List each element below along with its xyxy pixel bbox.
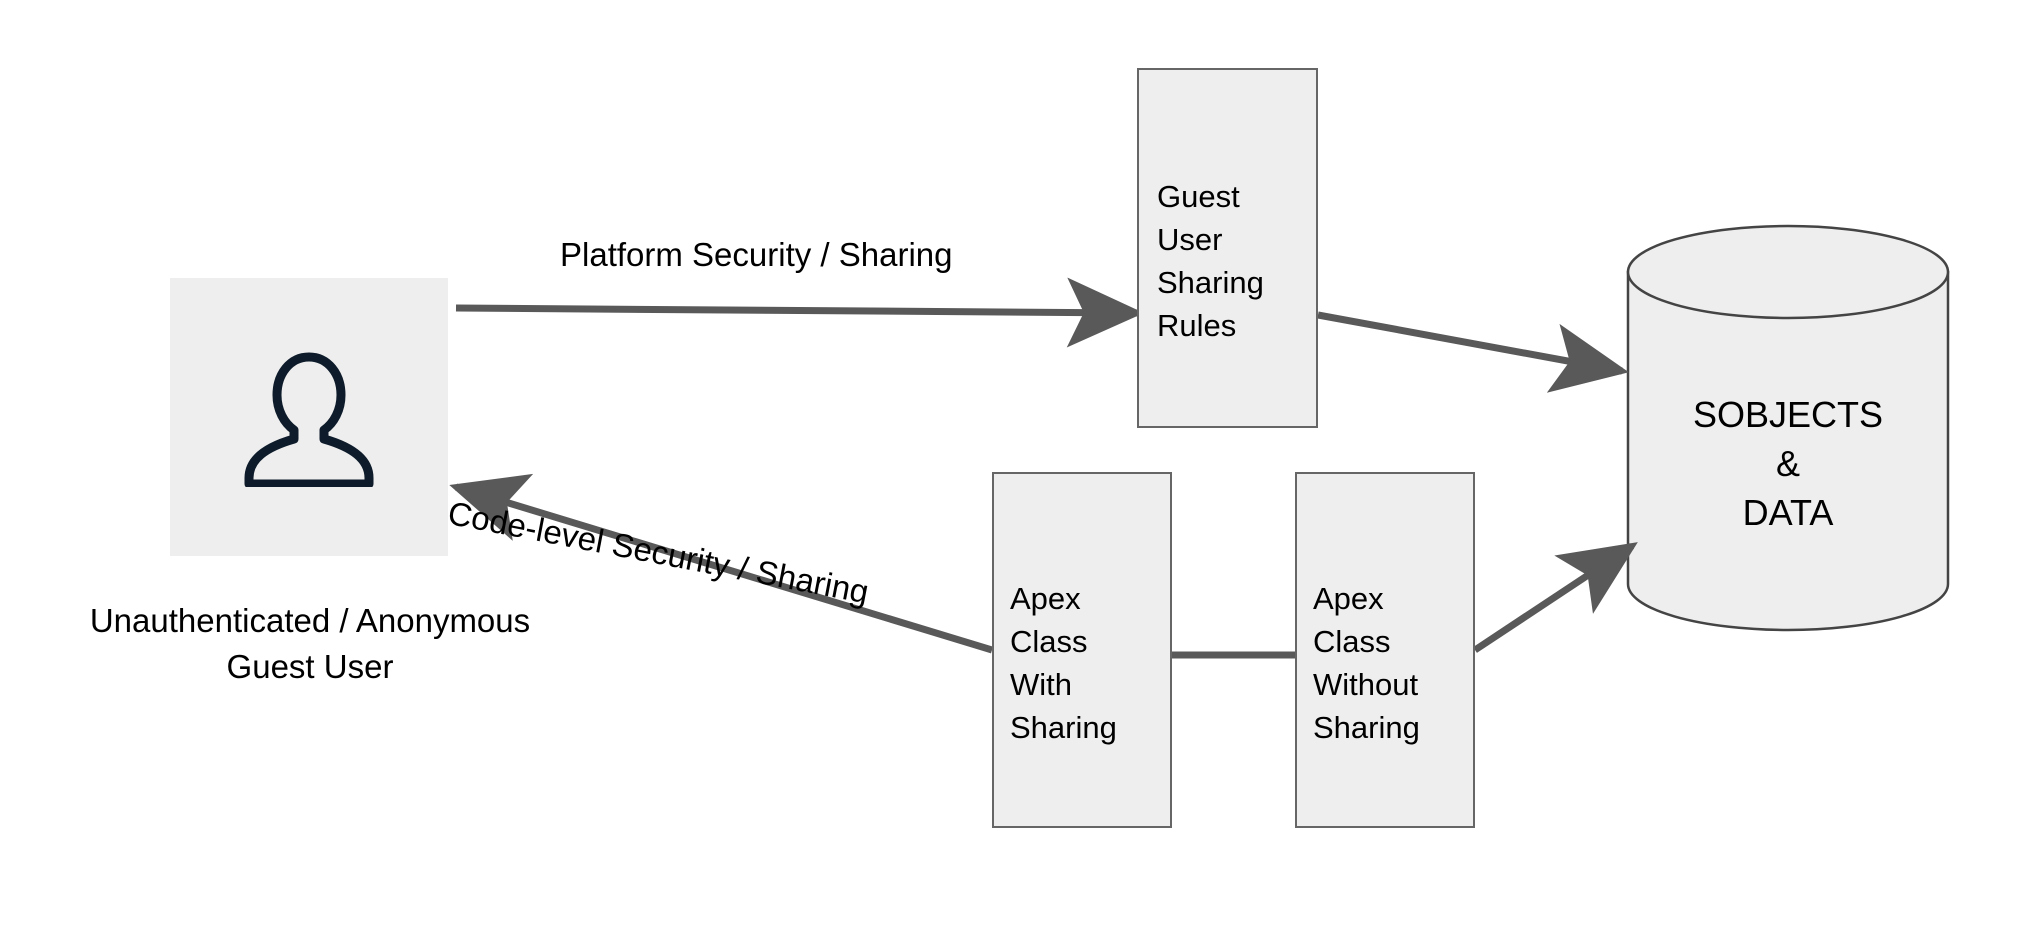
database-cylinder (1626, 224, 1950, 632)
database-label: SOBJECTS & DATA (1692, 394, 1884, 533)
guest-user-caption: Unauthenticated / Anonymous Guest User (89, 602, 531, 685)
apex-class-with-sharing-label: Apex Class With Sharing (1010, 581, 1117, 745)
edge-label-platform-security: Platform Security / Sharing (560, 236, 953, 273)
apex-class-without-sharing-node[interactable]: Apex Class Without Sharing (1295, 472, 1475, 828)
apex-class-without-sharing-label: Apex Class Without Sharing (1313, 581, 1420, 745)
apex-class-with-sharing-node[interactable]: Apex Class With Sharing (992, 472, 1172, 828)
edge-platform-security (455, 277, 1144, 348)
guest-user-sharing-rules-label: Guest User Sharing Rules (1157, 179, 1264, 343)
edge-rules-to-database (1317, 311, 1629, 393)
guest-user-sharing-rules-node[interactable]: Guest User Sharing Rules (1137, 68, 1318, 428)
edge-code-level-security (449, 473, 994, 654)
person-icon (244, 352, 374, 487)
guest-user-node[interactable] (170, 278, 448, 556)
edge-apex-to-database (1473, 542, 1638, 653)
